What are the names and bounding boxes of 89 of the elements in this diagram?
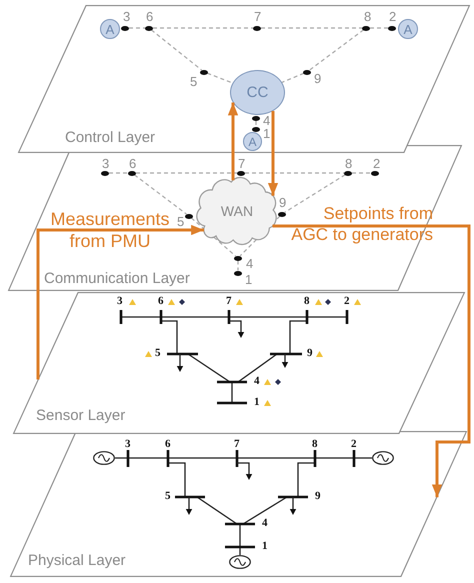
bus-number: 4 bbox=[254, 376, 260, 387]
node-dot bbox=[234, 256, 242, 260]
dashed-connector bbox=[207, 72, 233, 84]
bus-number: 5 bbox=[165, 491, 170, 502]
bus-number: 1 bbox=[262, 541, 268, 552]
dashed-connector bbox=[282, 72, 304, 83]
node-number: 3 bbox=[123, 10, 130, 23]
node-number: 8 bbox=[345, 157, 352, 170]
bus-number: 2 bbox=[344, 296, 350, 307]
dashed-connector bbox=[370, 27, 388, 29]
node-dot bbox=[253, 26, 261, 30]
node-number: 2 bbox=[389, 10, 396, 23]
dashed-connector bbox=[284, 174, 346, 213]
bus-number: 5 bbox=[155, 348, 160, 359]
node-dot bbox=[237, 170, 245, 176]
arrow bbox=[36, 224, 204, 380]
node-dot bbox=[371, 170, 379, 176]
node-number: 9 bbox=[279, 196, 286, 209]
dashed-connector bbox=[237, 260, 239, 270]
dashed-connector bbox=[153, 27, 253, 29]
bus-number: 7 bbox=[226, 296, 232, 307]
bus-number: 3 bbox=[117, 296, 122, 307]
bus-number: 2 bbox=[351, 439, 356, 450]
dashed-connector bbox=[134, 174, 187, 215]
dashed-connector bbox=[309, 29, 364, 71]
bus-number: 9 bbox=[315, 491, 320, 502]
bus-number: 1 bbox=[254, 397, 260, 408]
node-number: 4 bbox=[263, 114, 270, 127]
bus-number: 7 bbox=[234, 439, 240, 450]
dashed-connector bbox=[136, 172, 237, 174]
bus-number: 8 bbox=[304, 296, 310, 307]
dashed-connector bbox=[109, 172, 128, 174]
node-number: 7 bbox=[238, 157, 246, 170]
layer-plane bbox=[18, 5, 470, 153]
node-number: 2 bbox=[373, 157, 380, 170]
cloud-node: WAN bbox=[197, 177, 277, 245]
node-number: 5 bbox=[177, 215, 184, 228]
node-number: 9 bbox=[314, 72, 322, 85]
layer-title: Sensor Layer bbox=[36, 407, 126, 424]
dashed-connector bbox=[275, 216, 280, 221]
arrow bbox=[228, 102, 238, 180]
node-number: 4 bbox=[246, 257, 254, 270]
dashed-connector bbox=[213, 236, 236, 257]
layer-plane bbox=[8, 145, 462, 291]
dashed-connector bbox=[150, 29, 202, 71]
bus-number: 8 bbox=[312, 439, 318, 450]
node-dot bbox=[185, 214, 193, 218]
node-number: 6 bbox=[129, 157, 136, 170]
node-number: 7 bbox=[254, 10, 262, 23]
arrow bbox=[268, 111, 278, 196]
layer-title: Control Layer bbox=[65, 129, 156, 146]
layer-plane bbox=[10, 431, 467, 577]
node-dot bbox=[200, 70, 208, 74]
node-dot bbox=[362, 26, 370, 30]
arrow bbox=[272, 224, 470, 498]
node-dot bbox=[101, 170, 109, 176]
bus-number: 4 bbox=[262, 518, 268, 529]
node-dot bbox=[388, 26, 396, 30]
node-dot bbox=[303, 70, 311, 74]
node-dot bbox=[121, 26, 129, 30]
dashed-connector bbox=[261, 27, 362, 29]
node-number: 6 bbox=[146, 10, 154, 23]
edge-label: Setpoints from AGC to generators bbox=[290, 203, 433, 245]
node-dot bbox=[252, 116, 260, 121]
edge-label: Measurements from PMU bbox=[49, 208, 171, 252]
node-dot bbox=[344, 170, 352, 176]
dashed-connector bbox=[352, 172, 371, 174]
dashed-connector bbox=[129, 27, 145, 29]
node-number: 1 bbox=[263, 127, 270, 140]
dashed-connector bbox=[190, 217, 204, 230]
layer-title: Communication Layer bbox=[44, 270, 190, 287]
node-number: 5 bbox=[190, 75, 198, 88]
node-number: 8 bbox=[364, 10, 372, 23]
dashed-connector bbox=[255, 121, 257, 126]
dashed-connector bbox=[245, 172, 344, 174]
bus-number: 9 bbox=[307, 348, 312, 359]
layer-plane bbox=[13, 292, 465, 434]
node-number: 3 bbox=[102, 157, 110, 170]
layer-title: Physical Layer bbox=[28, 552, 126, 569]
node-dot bbox=[234, 270, 242, 276]
bus-number: 3 bbox=[125, 439, 130, 450]
node-dot bbox=[278, 212, 286, 216]
node-dot bbox=[252, 126, 260, 132]
bus-number: 6 bbox=[158, 296, 164, 307]
dashed-connector bbox=[240, 239, 257, 256]
bus-number: 6 bbox=[165, 439, 170, 450]
node-dot bbox=[145, 26, 153, 30]
node-number: 1 bbox=[245, 273, 252, 286]
node-dot bbox=[128, 170, 136, 176]
